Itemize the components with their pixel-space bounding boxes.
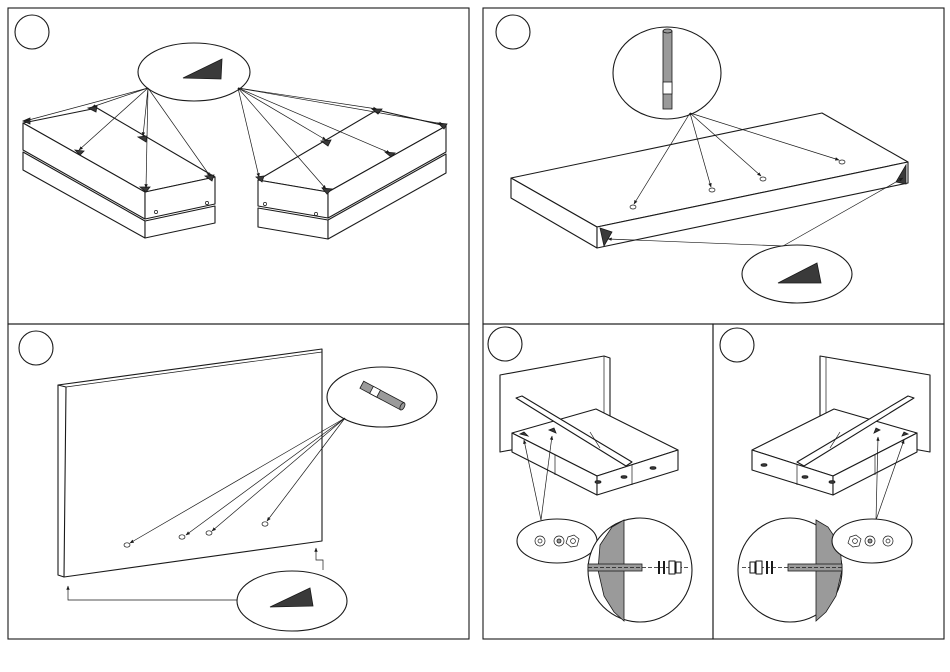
step-circle-5	[720, 328, 754, 362]
panel-3-headboard	[58, 349, 437, 631]
step-circle-2	[496, 15, 530, 49]
panel-2-board	[511, 27, 908, 303]
headboard-edge	[58, 385, 66, 577]
headboard-face	[58, 349, 322, 577]
magnifier-corner-bracket-1	[138, 43, 250, 101]
step-circle-4	[488, 327, 522, 361]
panel-1-bed-bases	[23, 43, 447, 239]
step-circle-1	[15, 15, 49, 49]
step-circle-3	[19, 331, 53, 365]
panel-4-bed-assembly-left	[500, 356, 692, 622]
dowel-icon	[663, 31, 672, 109]
panel-5-bed-assembly-right	[738, 356, 930, 622]
